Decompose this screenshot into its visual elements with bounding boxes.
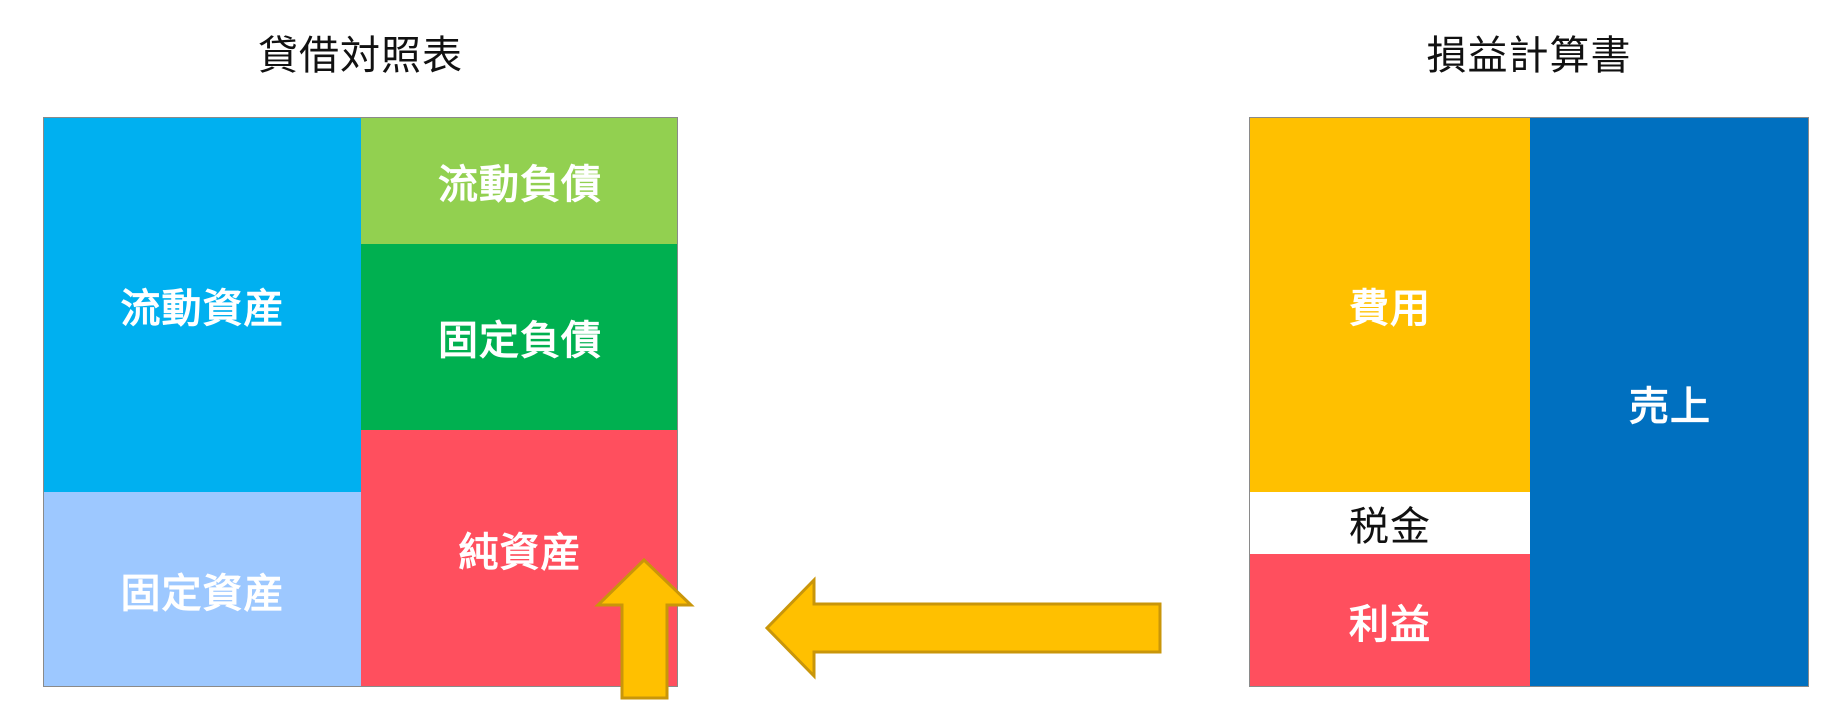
fixed-assets-block: 固定資産 (44, 492, 361, 686)
net-assets-block: 純資産 (361, 430, 677, 686)
profit-block: 利益 (1250, 554, 1530, 686)
up-arrow (594, 557, 695, 700)
current-assets-label: 流動資産 (120, 286, 285, 332)
expenses-block: 費用 (1250, 118, 1530, 492)
current-liabilities-label: 流動負債 (438, 162, 602, 208)
income-statement-title: 損益計算書 (1426, 33, 1632, 79)
tax-label: 税金 (1349, 504, 1431, 550)
expenses-label: 費用 (1349, 286, 1431, 332)
fixed-assets-label: 固定資産 (120, 571, 285, 617)
balance-sheet: 流動資産 固定資産 流動負債 固定負債 純資産 (43, 117, 678, 687)
income-statement: 費用 税金 利益 売上 (1249, 117, 1809, 687)
current-assets-block: 流動資産 (44, 118, 361, 492)
fixed-liabilities-block: 固定負債 (361, 244, 677, 430)
profit-label: 利益 (1349, 602, 1431, 648)
net-assets-label: 純資産 (458, 530, 582, 576)
left-arrow (764, 576, 1162, 680)
current-liabilities-block: 流動負債 (361, 118, 677, 244)
sales-label: 売上 (1629, 384, 1711, 430)
balance-sheet-title: 貸借対照表 (258, 33, 463, 79)
sales-block: 売上 (1530, 118, 1808, 686)
fixed-liabilities-label: 固定負債 (438, 318, 602, 364)
tax-block: 税金 (1250, 492, 1530, 554)
